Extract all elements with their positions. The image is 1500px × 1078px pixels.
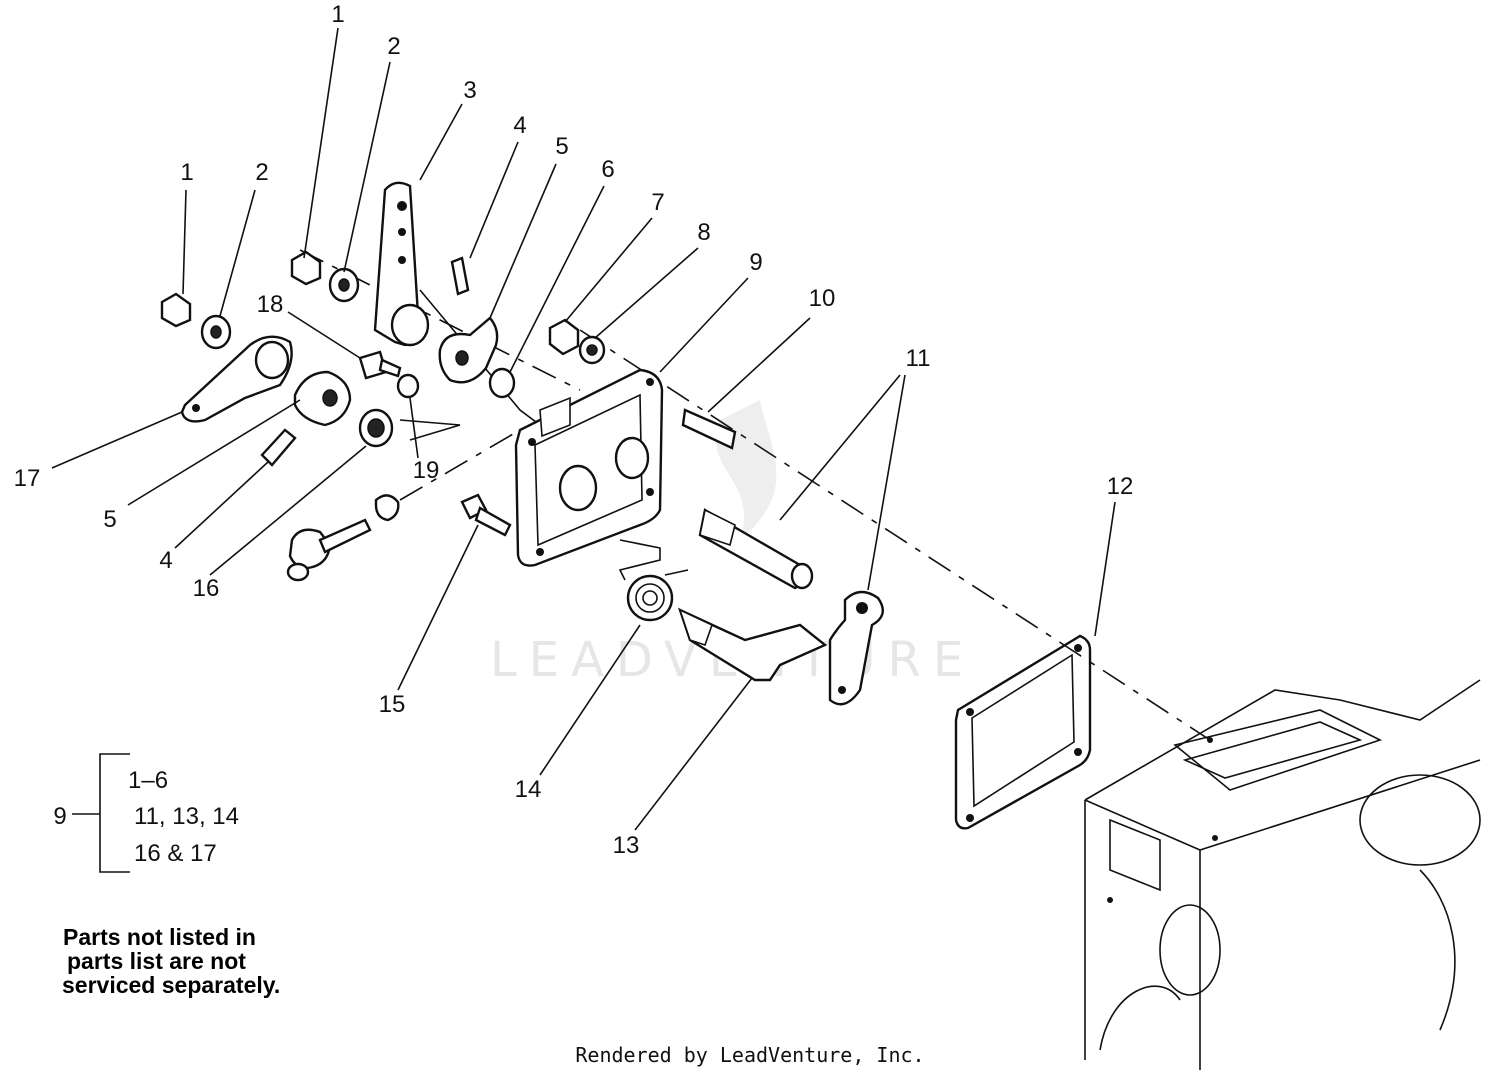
housing-part-9	[514, 368, 664, 567]
bolt-part-18	[358, 350, 402, 380]
washer-part-19	[396, 373, 420, 399]
legend-line-2: 11, 13, 14	[134, 803, 239, 830]
legend-parent: 9	[53, 803, 66, 830]
callouts: 1 2 3 4 5 6 7 8 9 10 11 12 1 2 18 17 5 4…	[14, 1, 1134, 859]
note-line-2: parts list are not	[67, 948, 246, 974]
nut-part-1-upper	[290, 250, 322, 286]
axis-line-1	[579, 329, 1211, 741]
shaft-part-10	[698, 508, 814, 590]
callout-15: 15	[379, 691, 406, 718]
callout-12: 12	[1107, 473, 1134, 500]
bearing-part-16	[358, 408, 394, 448]
axis-line-4	[399, 429, 521, 501]
gasket-part-12	[954, 634, 1092, 830]
callout-13: 13	[613, 832, 640, 859]
legend-line-3: 16 & 17	[134, 840, 217, 867]
callout-2-lower: 2	[255, 159, 268, 186]
callout-11: 11	[906, 345, 931, 372]
lever-arm-part-3	[373, 181, 430, 347]
washer-part-2-lower	[200, 314, 232, 350]
stud-part-10	[681, 408, 737, 450]
washer-part-2-upper	[328, 267, 360, 303]
callout-1-lower: 1	[180, 159, 193, 186]
callout-5-lower: 5	[103, 506, 116, 533]
crank-part-13	[677, 607, 828, 682]
collar-part-5-upper	[438, 316, 499, 384]
nut-part-1-lower	[160, 292, 192, 328]
callout-4-lower: 4	[159, 547, 172, 574]
legend-line-1: 1–6	[128, 767, 168, 794]
service-note: Parts not listed in parts list are not s…	[62, 924, 280, 998]
callout-7: 7	[651, 189, 664, 216]
callout-2-upper: 2	[387, 33, 400, 60]
axis-line-5	[618, 539, 661, 581]
note-line-3: serviced separately.	[62, 972, 280, 998]
engine-block	[1084, 679, 1481, 1070]
note-line-1: Parts not listed in	[63, 924, 256, 950]
callout-17: 17	[14, 465, 41, 492]
collar-part-5-lower	[293, 370, 352, 427]
callout-14: 14	[515, 776, 542, 803]
callout-10: 10	[809, 285, 836, 312]
callout-6: 6	[601, 156, 614, 183]
thumb-screw	[286, 494, 400, 582]
callout-1-upper: 1	[331, 1, 344, 28]
credit-text: Rendered by LeadVenture, Inc.	[575, 1043, 924, 1067]
lever-part-17	[180, 335, 293, 423]
callout-9: 9	[749, 249, 762, 276]
spring-part-14	[626, 569, 689, 622]
pin-part-4-lower	[260, 428, 297, 467]
callout-3: 3	[463, 77, 476, 104]
screw-part-15	[460, 493, 512, 537]
axis-line-6	[399, 419, 461, 441]
callout-5-upper: 5	[555, 133, 568, 160]
nut-part-7	[548, 318, 580, 356]
callout-18: 18	[257, 291, 284, 318]
washer-part-8	[578, 335, 606, 365]
leader-lines	[51, 27, 1116, 831]
callout-4-upper: 4	[513, 112, 526, 139]
lever-part-11	[828, 590, 884, 706]
callout-16: 16	[193, 575, 220, 602]
o-ring-part-6	[488, 367, 516, 399]
pin-part-4-upper	[450, 256, 470, 296]
callout-8: 8	[697, 219, 710, 246]
kit-legend: 9 1–6 11, 13, 14 16 & 17	[53, 753, 239, 873]
callout-19: 19	[413, 457, 440, 484]
